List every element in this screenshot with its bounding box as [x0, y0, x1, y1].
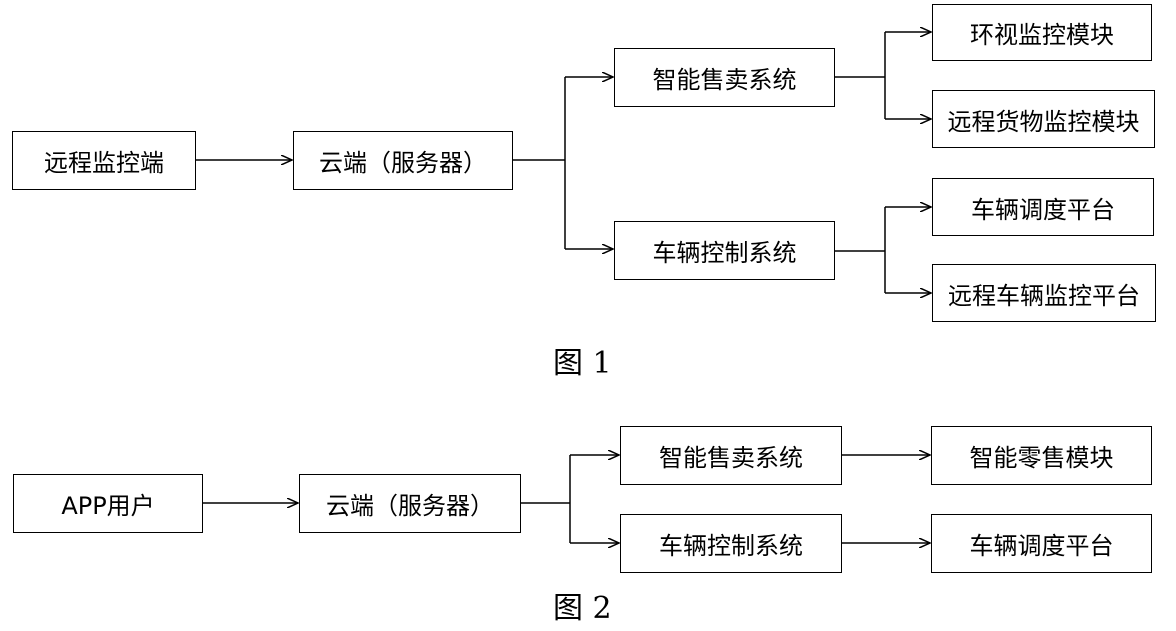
node-surround-view: 环视监控模块	[932, 4, 1152, 61]
node-vehicle-control-2: 车辆控制系统	[620, 514, 842, 573]
node-remote-monitor: 远程监控端	[12, 131, 196, 190]
node-cloud-2: 云端（服务器）	[299, 474, 521, 533]
node-cloud: 云端（服务器）	[293, 131, 513, 190]
figure-2-caption: 图 2	[553, 591, 612, 626]
node-vending-system-2: 智能售卖系统	[620, 426, 842, 485]
node-vehicle-control: 车辆控制系统	[614, 221, 835, 280]
node-smart-retail: 智能零售模块	[931, 426, 1152, 485]
node-remote-goods: 远程货物监控模块	[932, 90, 1155, 148]
node-vehicle-dispatch: 车辆调度平台	[932, 178, 1154, 236]
node-vehicle-dispatch-2: 车辆调度平台	[931, 514, 1152, 573]
figure-1-caption: 图 1	[553, 346, 612, 381]
node-vending-system: 智能售卖系统	[614, 48, 835, 107]
node-app-user: APP用户	[13, 474, 203, 533]
node-remote-vehicle-monitor: 远程车辆监控平台	[932, 264, 1156, 322]
